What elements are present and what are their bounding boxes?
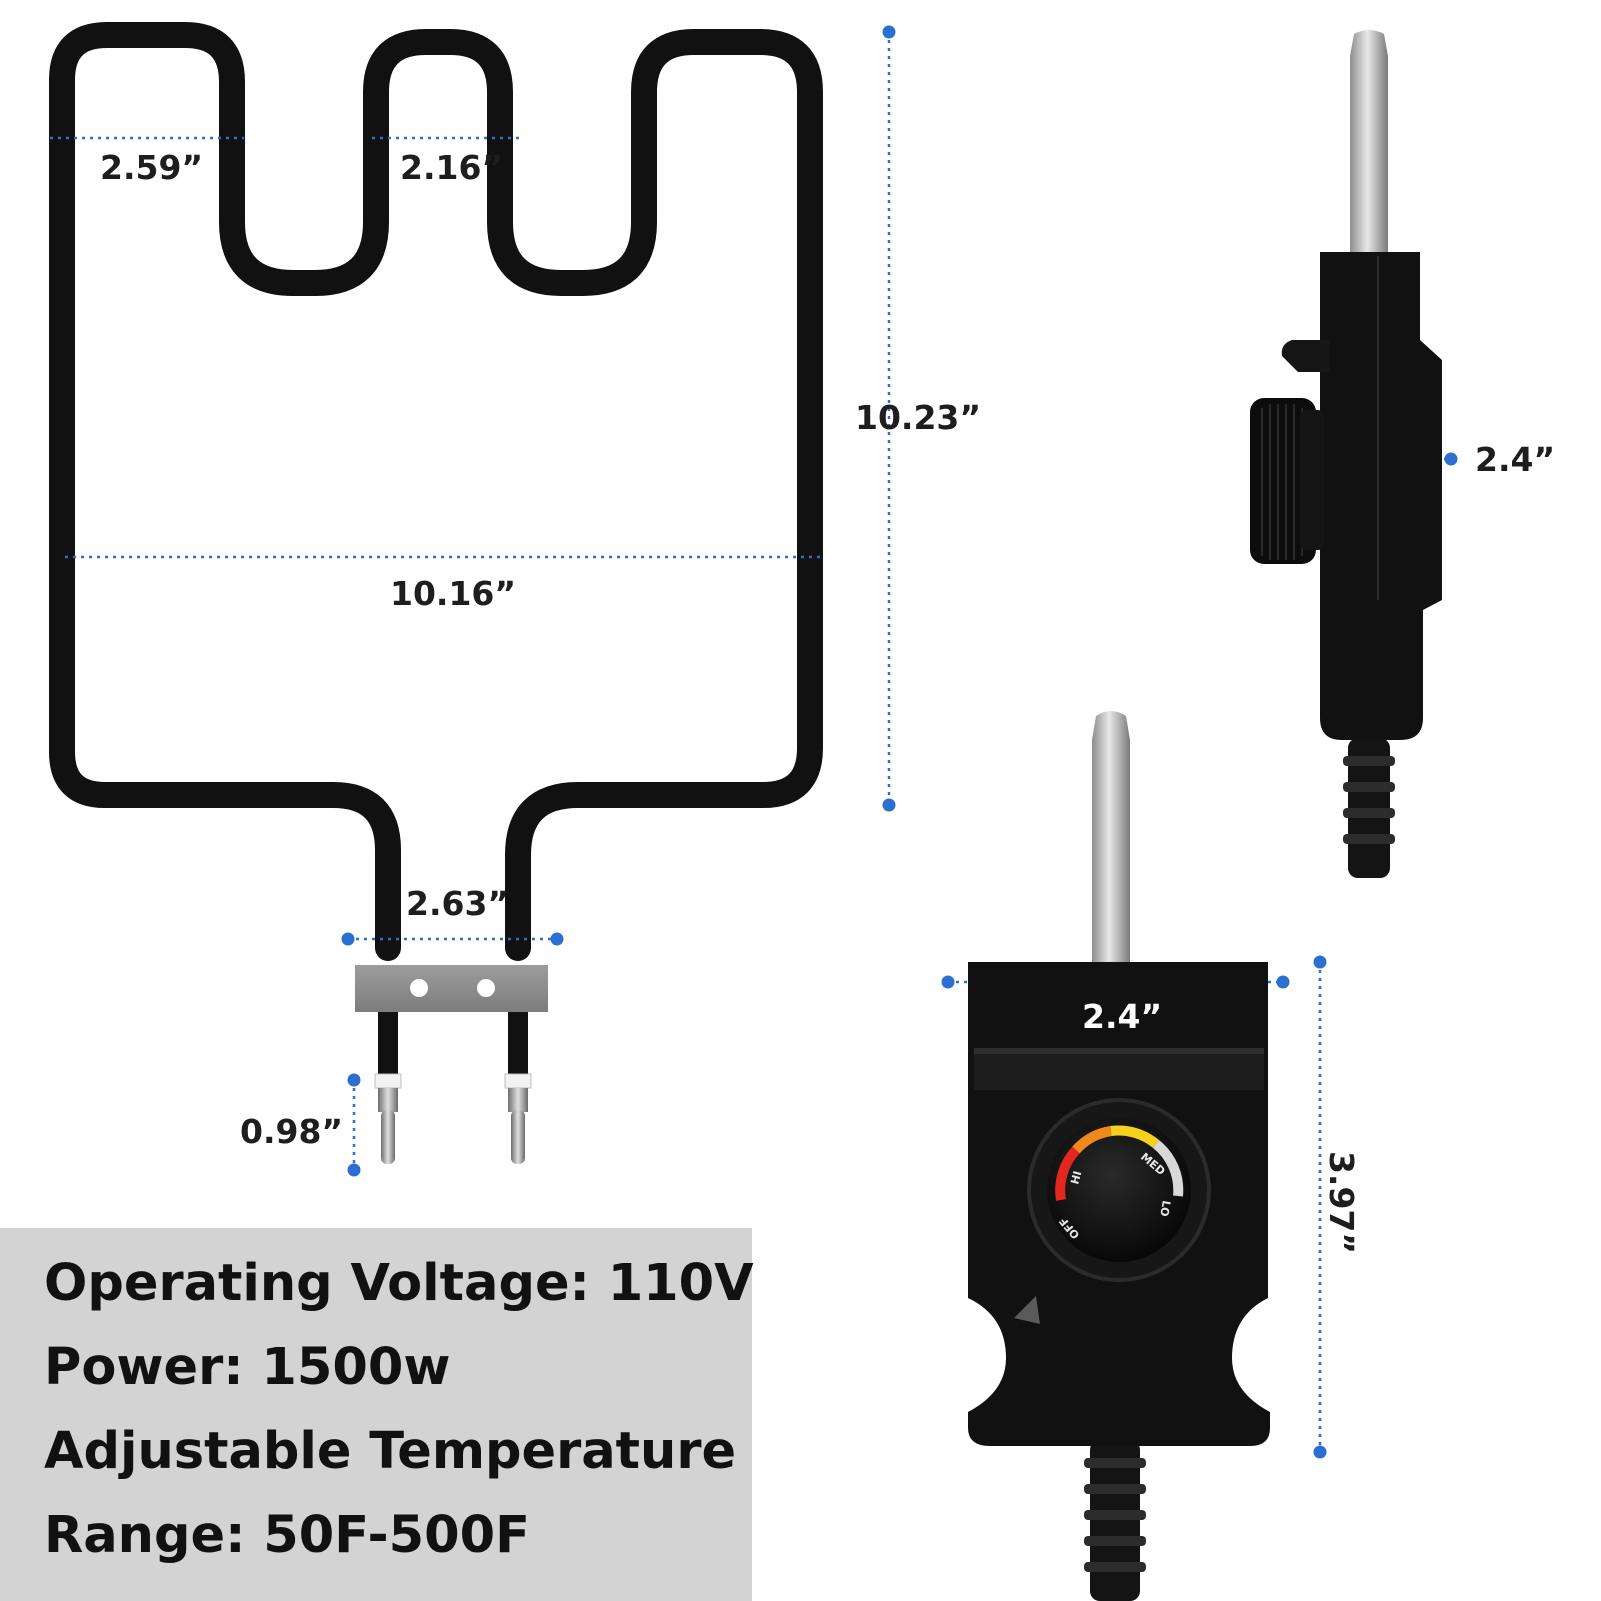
controller-side-view bbox=[1250, 30, 1442, 878]
terminal-leg-left bbox=[378, 1010, 398, 1076]
side-probe bbox=[1350, 30, 1388, 252]
dim-label-terminal-spacing: 2.63” bbox=[406, 884, 510, 923]
heating-element bbox=[49, 22, 823, 1164]
spec-voltage: Operating Voltage: 110V bbox=[44, 1254, 754, 1313]
dim-label-width: 10.16” bbox=[390, 574, 517, 613]
mounting-hole-right bbox=[477, 979, 495, 997]
front-ledge bbox=[974, 1048, 1264, 1090]
terminal-leg-right bbox=[508, 1010, 528, 1076]
side-knob bbox=[1250, 398, 1316, 564]
spec-adjustable: Adjustable Temperature bbox=[44, 1422, 737, 1481]
dim-label-height: 10.23” bbox=[855, 398, 982, 437]
spec-panel: Operating Voltage: 110V Power: 1500w Adj… bbox=[0, 1228, 754, 1601]
dimension-lines bbox=[50, 32, 1451, 1452]
pin-left bbox=[381, 1110, 395, 1164]
insulator-left bbox=[374, 1073, 402, 1089]
front-probe bbox=[1092, 711, 1130, 962]
dial-pointer-marker bbox=[1014, 1296, 1040, 1324]
temperature-dial[interactable] bbox=[1047, 1118, 1191, 1262]
dial-label-hi: HI bbox=[1068, 1170, 1084, 1186]
dim-label-front-height: 3.97” bbox=[1322, 1150, 1362, 1255]
pin-right bbox=[511, 1110, 525, 1164]
insulator-right bbox=[504, 1073, 532, 1089]
dim-label-top-middle: 2.16” bbox=[400, 148, 504, 187]
spec-power: Power: 1500w bbox=[44, 1338, 451, 1397]
mounting-hole-left bbox=[410, 979, 428, 997]
dim-label-side-depth: 2.4” bbox=[1475, 440, 1556, 479]
heating-element-coil bbox=[49, 22, 823, 961]
dim-label-terminal-length: 0.98” bbox=[240, 1112, 344, 1151]
dial-temperature-arc bbox=[1055, 1125, 1184, 1201]
spec-range: Range: 50F-500F bbox=[44, 1506, 530, 1565]
dim-label-front-width: 2.4” bbox=[1082, 997, 1163, 1036]
pin-collar-right bbox=[508, 1088, 528, 1112]
front-ledge-highlight bbox=[974, 1048, 1264, 1054]
controller-front-view: HI MED LO OFF bbox=[968, 711, 1270, 1601]
pin-collar-left bbox=[378, 1088, 398, 1112]
side-cable-ridges bbox=[1343, 756, 1395, 844]
side-housing bbox=[1320, 252, 1442, 740]
side-knob-shaft bbox=[1300, 410, 1324, 550]
front-cable bbox=[1090, 1440, 1140, 1601]
side-clip bbox=[1281, 340, 1330, 372]
front-cable-ridges bbox=[1084, 1458, 1146, 1572]
mounting-plate bbox=[355, 965, 548, 1012]
dial-label-lo: LO bbox=[1157, 1199, 1173, 1217]
dim-label-top-left: 2.59” bbox=[100, 148, 204, 187]
